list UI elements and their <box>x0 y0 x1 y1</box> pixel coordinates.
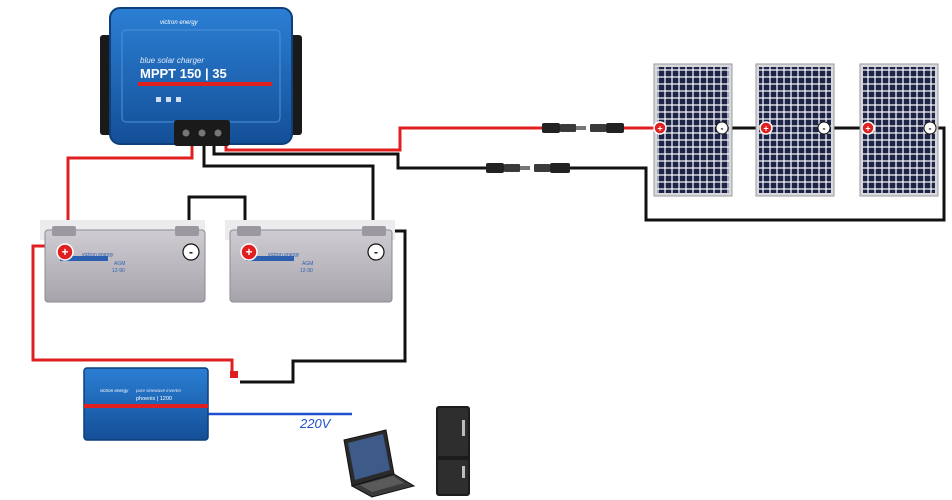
battery-2-model-line2: 12-90 <box>300 268 313 274</box>
charger-model: MPPT 150 | 35 <box>140 66 227 81</box>
panel-3-negative-terminal <box>923 121 937 135</box>
wire-charger-to-battery-positive <box>66 146 194 232</box>
svg-text:+: + <box>865 124 870 134</box>
svg-text:+: + <box>245 245 252 259</box>
mc4-connector-icon <box>486 123 624 173</box>
battery-1-negative-terminal <box>182 243 200 261</box>
svg-text:-: - <box>823 124 826 134</box>
battery-2: victron energy AGM 12-90 + - <box>225 220 395 303</box>
mppt-charge-controller: victron energy blue solar charger MPPT 1… <box>100 7 302 146</box>
ac-voltage-label: 220V <box>299 416 332 431</box>
panel-2-negative-terminal <box>817 121 831 135</box>
panel-1-positive-terminal <box>653 121 667 135</box>
wire-pv-positive <box>224 126 545 152</box>
battery-1-model-line1: AGM <box>114 261 125 267</box>
wire-battery-to-inverter-positive <box>31 244 234 374</box>
battery-1: victron energy AGM 12-90 + - <box>40 220 206 303</box>
wire-battery-series-link <box>187 195 247 232</box>
inverter-model: phoenix | 1200 <box>136 396 172 402</box>
charger-brand: victron energy <box>160 20 199 26</box>
battery-2-brand: victron energy <box>268 252 300 258</box>
battery-1-model-line2: 12-90 <box>112 268 125 274</box>
inverter-brand: victron energy <box>100 388 129 393</box>
wire-charger-to-battery-negative <box>202 146 375 232</box>
battery-2-negative-terminal <box>367 243 385 261</box>
svg-text:+: + <box>763 124 768 134</box>
panel-3-positive-terminal <box>861 121 875 135</box>
svg-text:-: - <box>929 124 932 134</box>
battery-2-model-line1: AGM <box>302 261 313 267</box>
inverter-subtitle: pure sinewave inverter <box>135 388 182 393</box>
wire-battery-to-inverter-negative <box>240 229 407 384</box>
svg-text:-: - <box>189 245 193 259</box>
refrigerator-icon <box>436 406 470 496</box>
wire-pv-negative <box>212 146 488 170</box>
svg-text:+: + <box>61 245 68 259</box>
svg-text:+: + <box>657 124 662 134</box>
solar-panel-2: + - <box>755 63 835 197</box>
charger-status-led-icons <box>156 97 181 102</box>
inverter: victron energy pure sinewave inverter ph… <box>83 367 238 441</box>
battery-1-brand: victron energy <box>82 252 114 258</box>
battery-2-positive-terminal <box>240 243 258 261</box>
laptop-icon <box>343 429 416 498</box>
solar-panel-3: + - <box>859 63 939 197</box>
svg-text:-: - <box>721 124 724 134</box>
svg-text:-: - <box>374 245 378 259</box>
panel-2-positive-terminal <box>759 121 773 135</box>
battery-1-positive-terminal <box>56 243 74 261</box>
solar-panel-1: + - <box>653 63 733 197</box>
panel-1-negative-terminal <box>715 121 729 135</box>
charger-subtitle: blue solar charger <box>140 56 204 65</box>
